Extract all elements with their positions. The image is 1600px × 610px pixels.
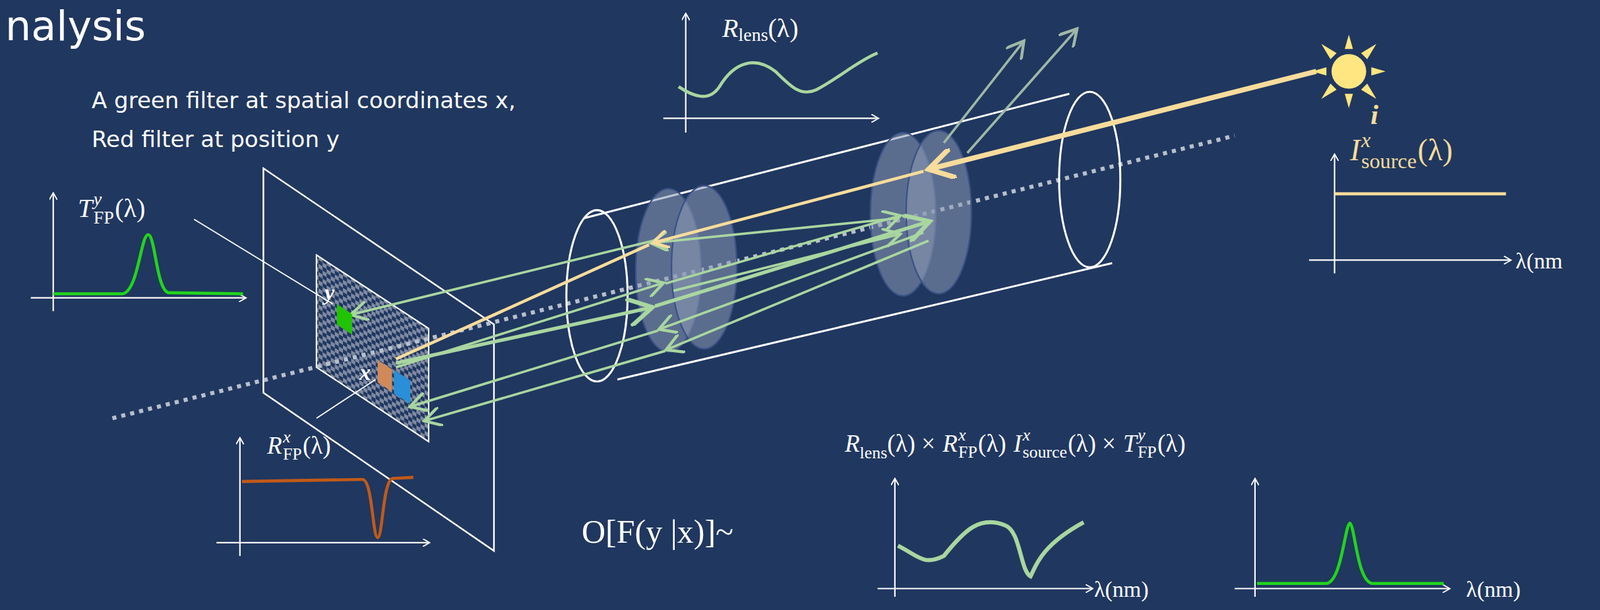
math-label: λ(nm) <box>1094 576 1149 603</box>
label-group: λ(nm <box>1515 247 1563 274</box>
label-group: O[F(y |x)]~ <box>581 513 734 552</box>
label-group: x <box>359 359 371 386</box>
label-group: Ixsource(λ) <box>1350 129 1453 172</box>
math-label: i <box>1370 98 1379 131</box>
math-label: FP <box>282 445 303 463</box>
math-label: A green filter at spatial coordinates x, <box>91 87 516 114</box>
math-label: y <box>93 189 115 209</box>
math-label: FP <box>958 443 978 462</box>
math-label: T <box>1123 430 1138 459</box>
math-label: I <box>1013 430 1022 459</box>
script-stack: yFP <box>93 189 115 227</box>
label-group: Red filter at position y <box>91 126 340 153</box>
script-stack: yFP <box>1137 426 1157 462</box>
math-label: R <box>942 430 958 459</box>
label-group: Rlens(λ) <box>722 13 799 44</box>
math-label: lens <box>738 24 768 46</box>
math-label: x <box>958 426 978 444</box>
label-group: Rlens(λ) ×RxFP(λ)Ixsource(λ) ×TyFP(λ) <box>844 426 1186 462</box>
math-label: x <box>1361 129 1417 151</box>
label-group: λ(nm) <box>1094 576 1149 603</box>
math-label: source <box>1361 150 1417 172</box>
label-group: TyFP(λ) <box>77 189 146 227</box>
script-stack: xsource <box>1022 426 1068 462</box>
math-label: R <box>722 13 739 44</box>
math-label: (λ) × <box>1067 430 1116 459</box>
math-label: (λ) <box>114 193 146 224</box>
math-label: R <box>844 430 861 459</box>
script-stack: xsource <box>1361 129 1417 172</box>
math-label: FP <box>1137 443 1157 462</box>
math-label: I <box>1350 133 1360 169</box>
label-group: λ(nm) <box>1466 576 1521 603</box>
math-label: y <box>324 279 335 306</box>
label-group: y <box>324 279 335 306</box>
math-label: (λ) <box>302 431 332 461</box>
math-label: (λ) <box>978 430 1007 459</box>
script-stack: xFP <box>282 428 303 463</box>
math-label: y <box>1137 426 1157 444</box>
script-stack: xFP <box>958 426 978 462</box>
math-label: λ(nm <box>1515 247 1563 274</box>
math-label: (λ) <box>1157 430 1186 459</box>
math-label: R <box>267 431 283 461</box>
label-group: i <box>1370 98 1379 131</box>
math-label: (λ) <box>768 13 799 44</box>
math-label: O[F(y |x)]~ <box>581 513 734 552</box>
label-group: A green filter at spatial coordinates x, <box>91 87 516 114</box>
math-label: Red filter at position y <box>91 126 340 153</box>
math-label: T <box>77 193 93 224</box>
label-group: RxFP(λ) <box>267 428 332 463</box>
math-label: x <box>1022 426 1068 444</box>
math-label: x <box>282 428 303 446</box>
math-label: (λ) <box>1417 133 1453 169</box>
math-label: source <box>1022 443 1068 462</box>
math-label: x <box>359 359 371 386</box>
math-label: λ(nm) <box>1466 576 1521 603</box>
math-label: FP <box>93 208 115 227</box>
math-label: (λ) × <box>887 430 936 459</box>
slide-title: nalysis <box>5 3 146 49</box>
math-label: lens <box>860 443 888 463</box>
